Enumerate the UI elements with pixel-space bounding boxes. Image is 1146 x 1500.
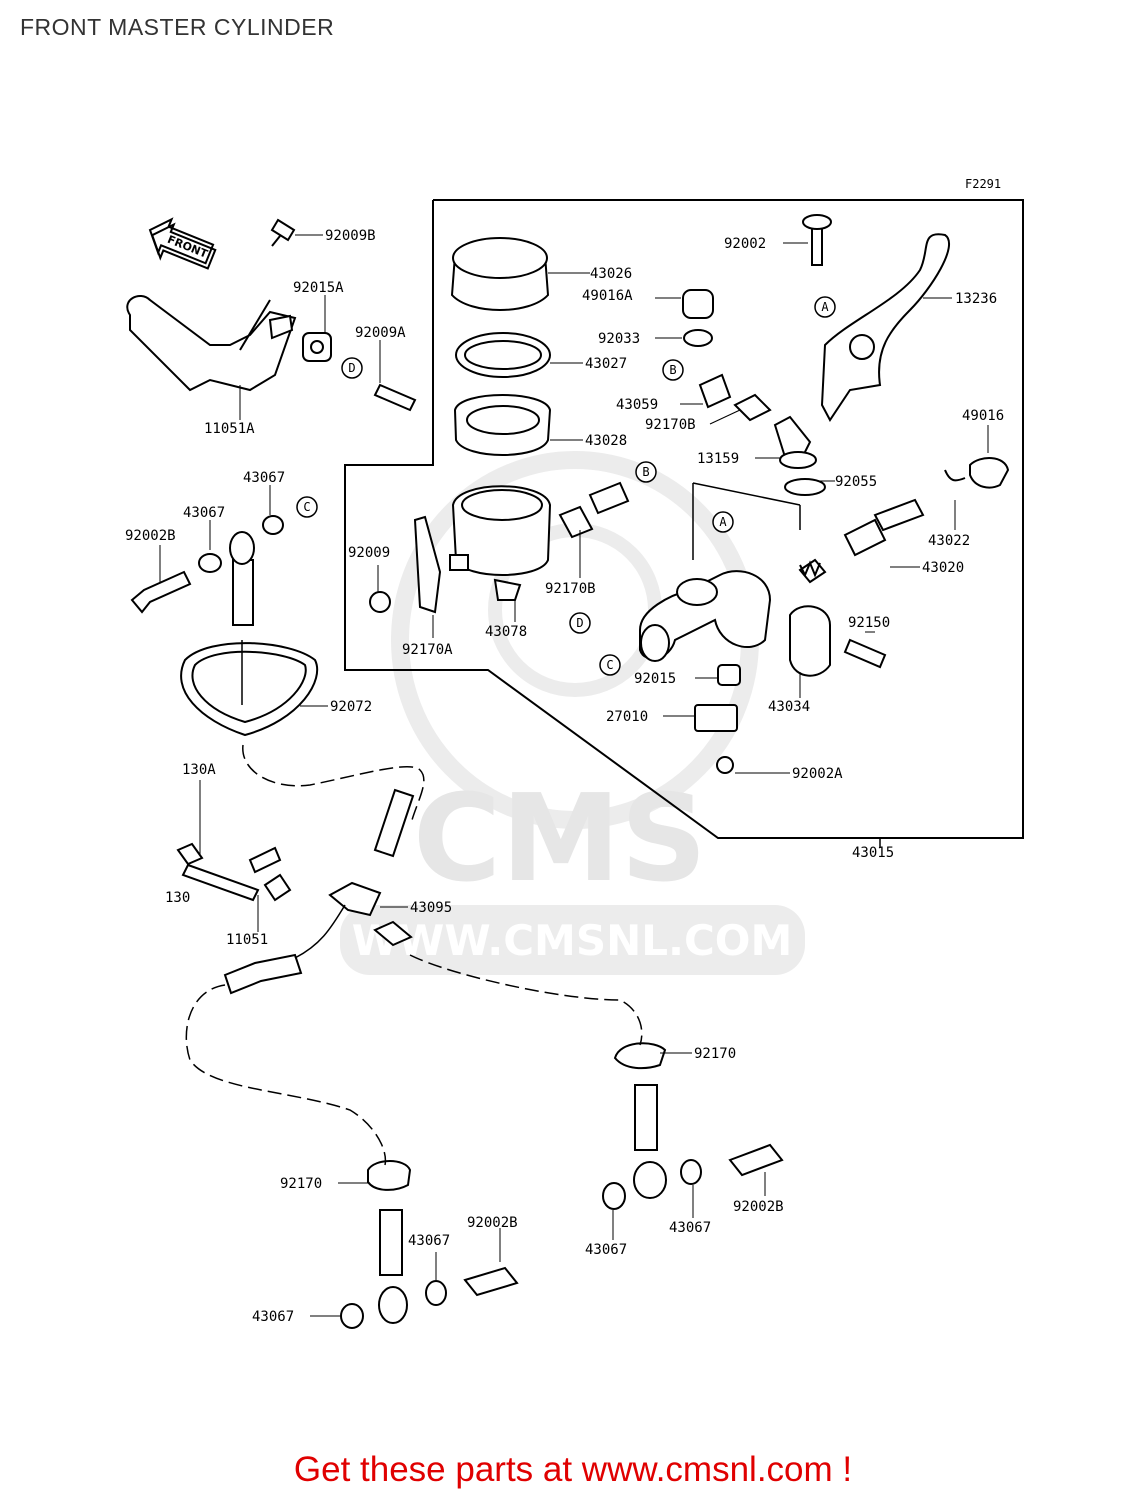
callout-a-body: A [719,515,727,529]
callout-d-upper: D [348,361,355,375]
part-label: 92072 [330,699,372,715]
callout-a-lever: A [821,300,829,314]
part-label: 92009A [355,325,406,341]
callout-c-lower: C [606,658,613,672]
watermark-url: WWW.CMSNL.COM [352,916,793,965]
callout-b-upper: B [669,363,676,377]
part-label: 92002A [792,766,843,782]
part-label: 92170B [645,417,696,433]
leader-lines [159,234,989,1317]
figure-code: F2291 [965,177,1001,191]
part-label: 43067 [183,505,225,521]
callout-c-upper: C [303,500,310,514]
part-label: 43059 [616,397,658,413]
part-label: 43078 [485,624,527,640]
assembly-outline [344,199,1024,839]
part-label: 92002B [467,1215,518,1231]
part-label: 92170 [280,1176,322,1192]
part-label: 92015A [293,280,344,296]
callout-d-lower: D [576,616,583,630]
part-label: 92150 [848,615,890,631]
part-drawings [126,214,1010,1329]
part-label: 92170A [402,642,453,658]
callout-b-lower: B [642,465,649,479]
part-label: 92002B [125,528,176,544]
part-label: 43020 [922,560,964,576]
part-label: 130A [182,762,216,778]
part-label: 92015 [634,671,676,687]
part-label: 43067 [252,1309,294,1325]
part-label: 43026 [590,266,632,282]
footer-cta[interactable]: Get these parts at www.cmsnl.com ! [293,1450,853,1489]
part-label: 130 [165,890,190,906]
part-label: 92170B [545,581,596,597]
part-label: 43067 [243,470,285,486]
callout-bubbles [296,296,836,676]
part-label: 49016 [962,408,1004,424]
part-label: 27010 [606,709,648,725]
part-label: 11051 [226,932,268,948]
part-label: 43067 [585,1242,627,1258]
callout-letters: A B B C C D D A [303,300,829,672]
part-label: 49016A [582,288,633,304]
part-label: 13236 [955,291,997,307]
part-label: 92170 [694,1046,736,1062]
part-label: 43095 [410,900,452,916]
part-label: 11051A [204,421,255,437]
part-label: 92033 [598,331,640,347]
part-label: 92009B [325,228,376,244]
part-label: 43067 [669,1220,711,1236]
part-label: 43067 [408,1233,450,1249]
part-label: 13159 [697,451,739,467]
page-title: FRONT MASTER CYLINDER [20,14,335,40]
part-label: 92055 [835,474,877,490]
part-label: 92009 [348,545,390,561]
part-label: 43034 [768,699,810,715]
part-label: 43022 [928,533,970,549]
part-label: 92002 [724,236,766,252]
front-arrow: FRONT [148,217,217,270]
part-label: 43028 [585,433,627,449]
watermark-brand: CMS [413,770,707,909]
part-label: 43015 [852,845,894,861]
part-label: 43027 [585,356,627,372]
part-label: 92002B [733,1199,784,1215]
hose-lines [185,482,801,1166]
part-labels: 92009B 92015A 92009A 11051A 43067 43067 … [125,228,1004,1325]
